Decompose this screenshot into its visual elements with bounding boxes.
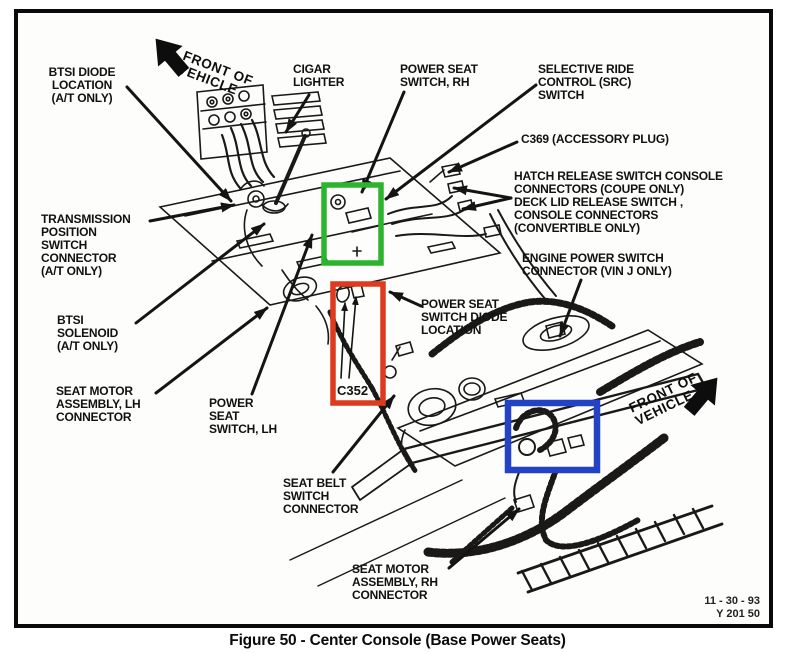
label-transmission-position-connector: TRANSMISSION POSITION SWITCH CONNECTOR (… [41, 212, 131, 278]
leader-seat-motor-rh [447, 507, 521, 570]
leader-hatch-release-upper [452, 185, 513, 200]
leader-transmission-position [148, 202, 236, 223]
leader-btsi-diode [125, 85, 233, 203]
front-of-vehicle-arrows [155, 38, 718, 416]
leader-engine-power-switch [558, 278, 583, 338]
leader-hatch-release-lower [461, 196, 513, 211]
highlight-box-red [330, 281, 386, 406]
label-btsi-solenoid: BTSI SOLENOID (A/T ONLY) [57, 313, 119, 353]
front-arrow-right-icon [683, 377, 718, 416]
drawing-code: Y 201 50 [716, 608, 760, 620]
highlight-box-blue [504, 399, 601, 474]
label-power-seat-switch-rh: POWER SEAT SWITCH, RH [400, 62, 478, 89]
leader-c352-right [348, 296, 359, 379]
label-btsi-diode-location: BTSI DIODE LOCATION (A/T ONLY) [48, 65, 116, 105]
label-hatch-release-connectors: HATCH RELEASE SWITCH CONSOLE CONNECTORS … [514, 169, 723, 235]
leader-seat-motor-lh [154, 306, 269, 395]
label-power-seat-switch-lh: POWER SEAT SWITCH, LH [209, 396, 277, 436]
label-c352: C352 [337, 383, 369, 398]
label-engine-power-switch-connector: ENGINE POWER SWITCH CONNECTOR (VIN J ONL… [522, 251, 672, 278]
leader-btsi-solenoid [134, 222, 266, 325]
label-power-seat-switch-diode: POWER SEAT SWITCH DIODE LOCATION [421, 297, 508, 337]
label-c369-accessory-plug: C369 (ACCESSORY PLUG) [521, 132, 669, 146]
leader-c369 [447, 140, 519, 174]
front-arrow-left-icon [155, 38, 190, 77]
leader-power-seat-switch-rh [360, 90, 406, 194]
leader-c352-left [340, 302, 349, 379]
leader-cigar-lighter [284, 93, 311, 134]
leader-lines [125, 83, 583, 570]
leader-src-switch [384, 83, 538, 201]
figure-caption: Figure 50 - Center Console (Base Power S… [229, 632, 566, 649]
revision-block: 11 - 30 - 93 Y 201 50 [660, 595, 760, 621]
label-seat-motor-assembly-lh: SEAT MOTOR ASSEMBLY, LH CONNECTOR [56, 384, 141, 424]
revision-date: 11 - 30 - 93 [704, 595, 760, 607]
leader-seat-belt-switch [331, 394, 396, 474]
label-seat-motor-assembly-rh: SEAT MOTOR ASSEMBLY, RH CONNECTOR [352, 562, 438, 602]
leader-power-seat-diode [388, 290, 423, 308]
label-src-switch: SELECTIVE RIDE CONTROL (SRC) SWITCH [538, 62, 634, 102]
label-seat-belt-switch-connector: SEAT BELT SWITCH CONNECTOR [283, 476, 359, 516]
leader-power-seat-switch-lh [250, 233, 314, 396]
label-cigar-lighter: CIGAR LIGHTER [293, 62, 345, 89]
highlight-box-green [321, 182, 384, 266]
